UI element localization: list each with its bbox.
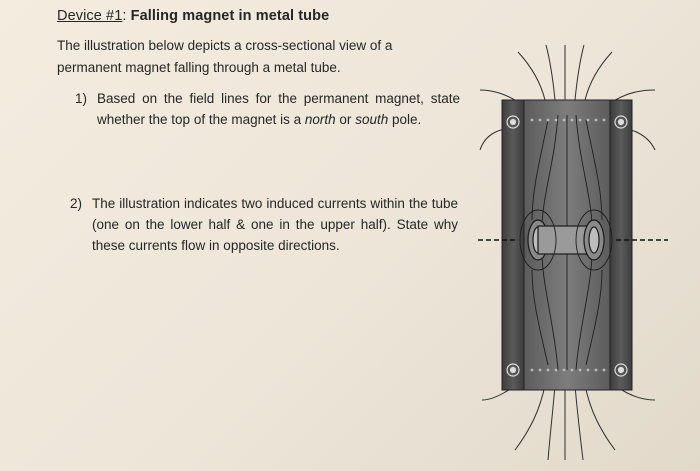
intro-paragraph: The illustration below depicts a cross-s… — [57, 38, 393, 75]
question-1-text-part: pole. — [388, 112, 422, 127]
title-colon: : — [122, 8, 127, 24]
question-1: 1) Based on the field lines for the perm… — [75, 88, 460, 130]
tube-wall-left — [501, 99, 525, 391]
question-1-text: Based on the field lines for the permane… — [97, 88, 460, 130]
title-heading: Falling magnet in metal tube — [130, 8, 330, 24]
current-dots-top — [530, 118, 606, 122]
induced-current-top — [506, 115, 628, 129]
question-1-text-part: or — [335, 112, 356, 127]
tube-wall-right — [609, 99, 633, 391]
page-title: Device #1: Falling magnet in metal tube — [57, 8, 329, 24]
induced-current-bottom — [506, 363, 628, 377]
question-2-text: The illustration indicates two induced c… — [92, 196, 458, 253]
south-italic: south — [355, 112, 389, 127]
current-dots-bottom — [530, 368, 606, 372]
question-1-text-part: Based on the field lines for the permane… — [97, 91, 460, 127]
question-2-number: 2) — [70, 196, 83, 211]
center-ring — [527, 219, 605, 261]
magnet-tube-illustration — [478, 44, 668, 461]
question-2: 2) The illustration indicates two induce… — [70, 193, 458, 256]
north-italic: north — [304, 112, 336, 127]
device-label: Device #1 — [57, 8, 123, 24]
question-1-number: 1) — [75, 91, 88, 106]
ring-field-loops — [519, 209, 613, 271]
